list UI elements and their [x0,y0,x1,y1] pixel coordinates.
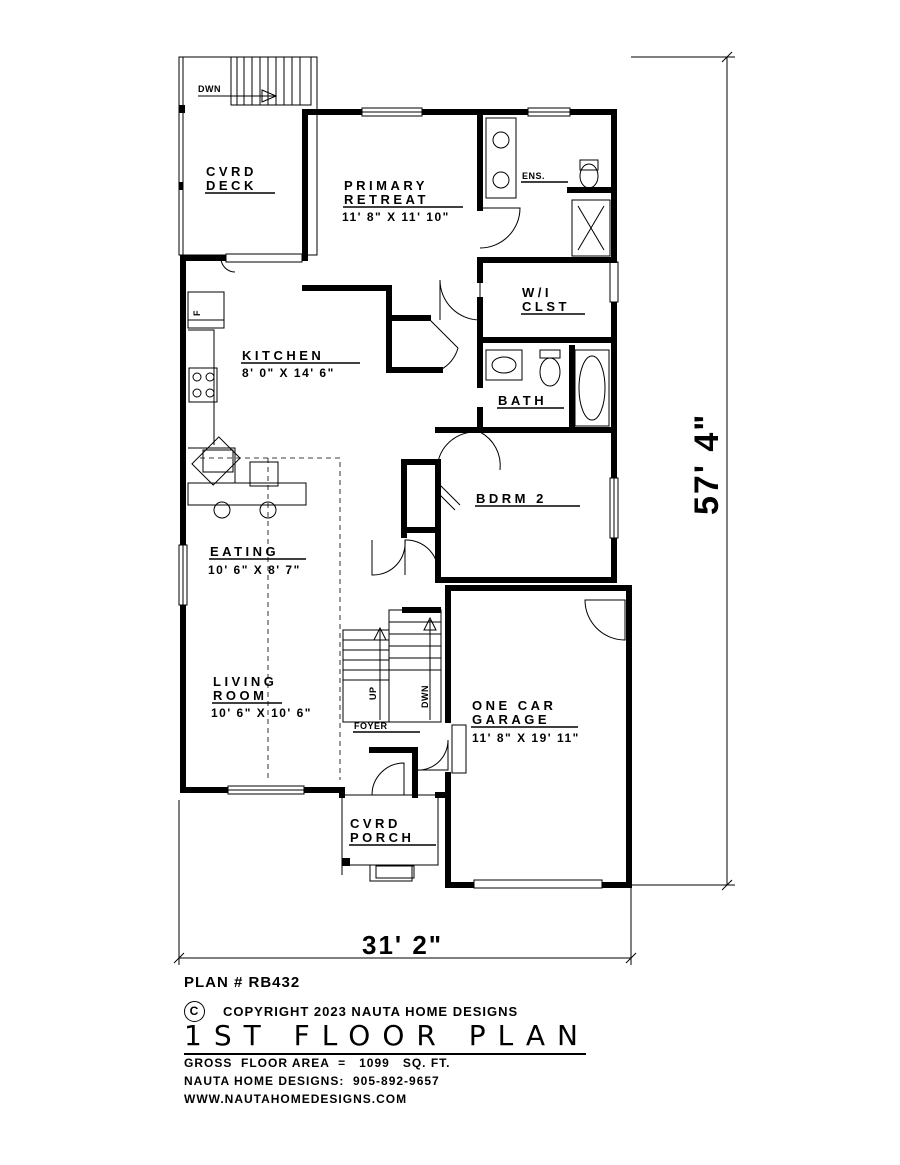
eating-size: 10' 6" X 8' 7" [208,563,301,577]
deck-label-2: DECK [206,178,257,193]
garage-label-1: ONE CAR [472,698,556,713]
windows [178,107,619,889]
primary-retreat-size: 11' 8" X 11' 10" [342,210,450,224]
overall-width-label: 31' 2" [362,930,443,960]
title-divider [184,1053,586,1055]
garage-size: 11' 8" X 19' 11" [472,731,580,745]
porch-label-2: PORCH [350,830,414,845]
overall-depth-label: 57' 4" [688,413,726,515]
plan-number: PLAN # RB432 [184,974,301,991]
bath-label: BATH [498,393,547,408]
deck-stair-dwn-label: DWN [198,84,221,94]
bath-fixtures [485,117,611,427]
doors [220,207,626,796]
porch-label-1: CVRD [350,816,401,831]
width-dimension-line [173,800,637,965]
foyer-label: FOYER [354,721,388,731]
interior-stairs [342,609,442,723]
kitchen-fixtures [187,291,341,780]
contact-phone: NAUTA HOME DESIGNS: 905-892-9657 [184,1074,440,1088]
stair-dwn-label: DWN [420,685,430,708]
living-label-2: ROOM [213,688,267,703]
fridge-label: F [192,310,202,316]
kitchen-label: KITCHEN [242,348,324,363]
living-label-1: LIVING [213,674,277,689]
bedroom2-label: BDRM 2 [476,491,547,506]
primary-retreat-label-1: PRIMARY [344,178,428,193]
primary-retreat-label-2: RETREAT [344,192,429,207]
copyright-line: C COPYRIGHT 2023 NAUTA HOME DESIGNS [184,1001,518,1022]
covered-porch [341,794,439,882]
kitchen-size: 8' 0" X 14' 6" [242,366,335,380]
website-url: WWW.NAUTAHOMEDESIGNS.COM [184,1092,408,1106]
ensuite-label: ENS. [522,171,545,181]
copyright-text: COPYRIGHT 2023 NAUTA HOME DESIGNS [223,1004,519,1019]
copyright-icon: C [184,1001,205,1022]
depth-dimension-line [631,51,735,891]
deck-label-1: CVRD [206,164,257,179]
stair-up-label: UP [368,686,378,700]
wic-label-1: W/I [522,285,552,300]
plan-title: 1ST FLOOR PLAN [184,1019,590,1052]
garage-label-2: GARAGE [472,712,550,727]
wic-label-2: CLST [522,299,570,314]
deck-stair [198,56,312,106]
gross-floor-area: GROSS FLOOR AREA = 1099 SQ. FT. [184,1056,451,1070]
eating-label: EATING [210,544,279,559]
living-size: 10' 6" X 10' 6" [211,706,312,720]
